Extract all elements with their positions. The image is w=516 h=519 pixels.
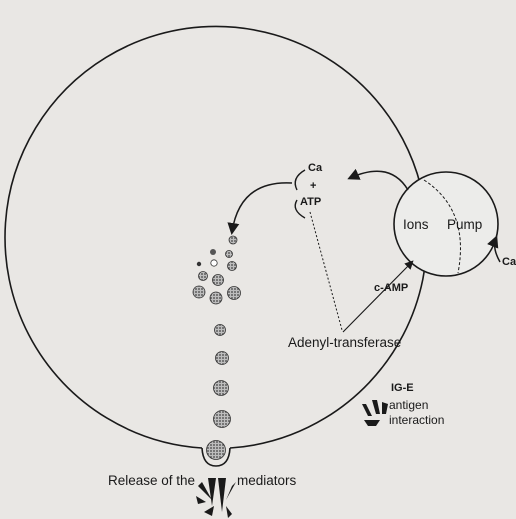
ige-label: IG-E (391, 383, 414, 394)
granule (210, 292, 222, 304)
granule (228, 262, 237, 271)
ca-label: Ca (308, 163, 322, 174)
granule (211, 260, 217, 266)
camp-arrow (343, 262, 412, 332)
adenyl-transferase-label: Adenyl-transferase (288, 336, 401, 350)
granule (215, 325, 226, 336)
granule (193, 286, 205, 298)
granule (213, 275, 224, 286)
granule (207, 441, 226, 460)
granule (214, 381, 229, 396)
release-spikes-icon (196, 478, 236, 518)
release-label: Release of the (108, 474, 195, 488)
granule (199, 272, 208, 281)
granule (214, 411, 231, 428)
atp-label: ATP (300, 197, 321, 208)
pump-label: Pump (447, 218, 482, 232)
atp-to-granules-arrow (232, 183, 292, 232)
granule (228, 287, 241, 300)
granule (210, 249, 216, 255)
atp-dotted-line (310, 212, 342, 330)
ca-outer-label: Ca (502, 257, 516, 268)
granule (216, 352, 229, 365)
antigen-label: antigen (389, 399, 428, 411)
granule (229, 236, 237, 244)
granule-cluster (193, 236, 241, 460)
interaction-label: interaction (389, 414, 444, 426)
pump-to-ca-arrow (350, 171, 408, 190)
ige-receptor-icon (362, 400, 388, 426)
ca-atp-bracket (295, 170, 305, 218)
ions-label: Ions (403, 218, 429, 232)
granule (226, 251, 233, 258)
mediators-label: mediators (237, 474, 296, 488)
camp-label: c-AMP (374, 283, 408, 294)
plus-label: + (310, 181, 316, 192)
ca-inflow-arrow (495, 238, 500, 262)
granule (197, 262, 201, 266)
